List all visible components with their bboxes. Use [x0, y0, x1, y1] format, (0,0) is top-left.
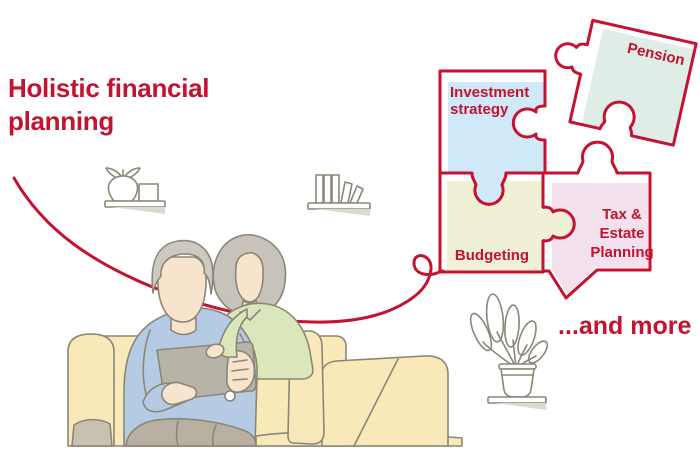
and-more-text: ...and more: [558, 312, 692, 340]
pension-piece-fill: [581, 28, 695, 146]
title-line-1: Holistic financial: [8, 73, 210, 103]
budgeting-piece-fill: [447, 181, 573, 272]
swoosh-line: [12, 176, 445, 324]
man-hand-left: [161, 381, 198, 406]
book: [315, 174, 324, 204]
puzzle-piece-pension: [554, 18, 698, 147]
label-tax-estate-planning: Tax & Estate Planning: [590, 206, 654, 261]
shelf-shadow: [315, 209, 370, 216]
hand-finger-lines: [231, 359, 249, 381]
tax-piece-fill: [552, 183, 648, 295]
shelf-board: [307, 202, 371, 210]
plant-leaf: [485, 293, 505, 343]
label-investment-strategy: Investment strategy: [450, 84, 530, 118]
shelf-shadow: [112, 207, 165, 214]
woman-face: [234, 252, 264, 303]
plant-shelf-board: [487, 396, 547, 404]
shelf-box: [138, 183, 159, 202]
swoosh-path: [12, 176, 445, 324]
plant-stems: [482, 331, 537, 369]
label-budgeting: Budgeting: [454, 247, 530, 264]
sofa-backrest-right: [321, 355, 449, 447]
plant-leaf: [469, 312, 493, 352]
man-pants: [125, 417, 257, 447]
puzzle-piece-investment: [438, 69, 547, 206]
sofa-arm-left: [67, 333, 115, 447]
book-leaning: [349, 185, 364, 204]
pot-body: [500, 368, 535, 398]
plant-pot-icon: [469, 293, 549, 410]
book: [331, 174, 340, 204]
tax-piece-outline: [541, 140, 652, 300]
sofa-blanket: [71, 418, 113, 447]
shelf-books-icon: [307, 174, 371, 216]
book: [323, 174, 332, 204]
man-face: [157, 256, 207, 323]
man-pants-creases: [175, 420, 217, 447]
pension-piece-outline: [554, 18, 698, 147]
tablet-group: [142, 308, 257, 413]
title-line-2: planning: [8, 106, 114, 136]
book-leaning: [340, 181, 353, 204]
investment-piece-outline: [438, 69, 547, 206]
shelf-board: [104, 200, 166, 208]
plant-shelf-shadow: [495, 403, 546, 410]
vase-body: [107, 175, 139, 202]
man-hair: [151, 239, 214, 295]
sofa-backrest-seam: [353, 358, 399, 447]
woman-hand: [205, 343, 225, 359]
watch-icon: [224, 390, 236, 402]
page-title: Holistic financial planning: [8, 72, 268, 138]
shelf-vase-icon: [104, 167, 166, 214]
puzzle-piece-tax: [541, 140, 652, 300]
plant-leaf: [504, 304, 520, 348]
